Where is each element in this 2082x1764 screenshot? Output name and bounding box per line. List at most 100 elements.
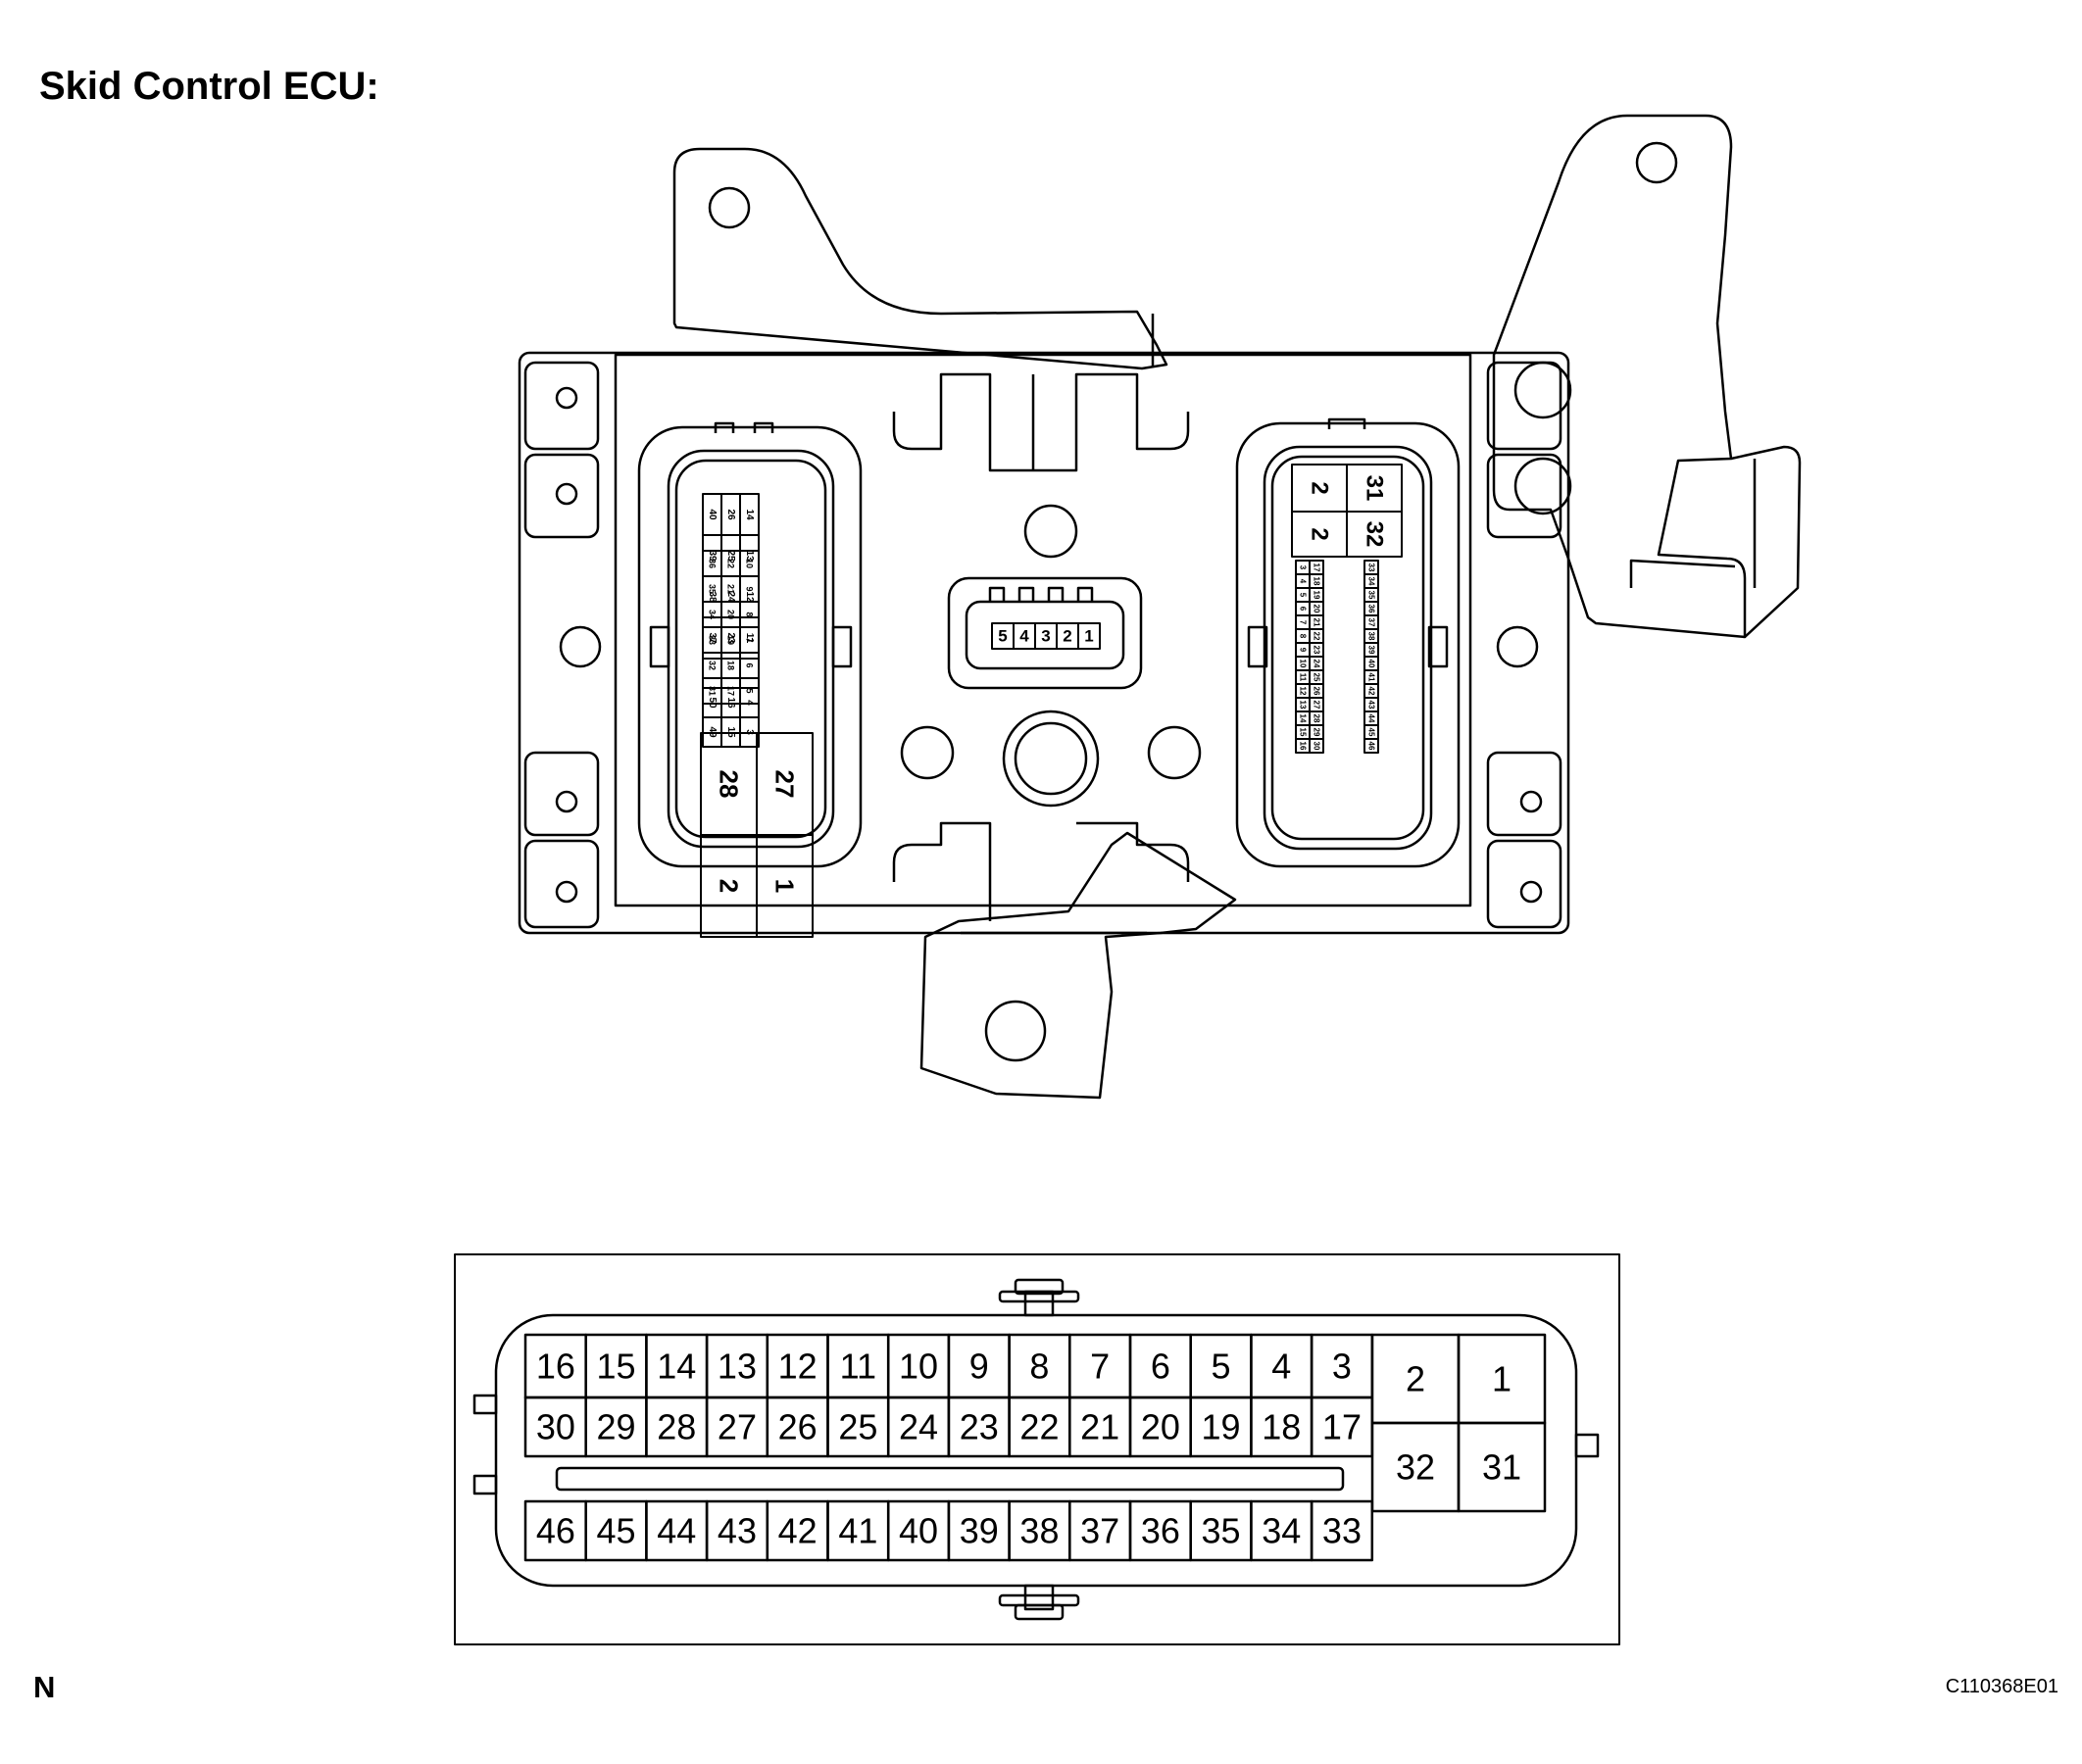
svg-text:34: 34 (708, 610, 718, 619)
svg-text:7: 7 (1090, 1347, 1110, 1387)
pin-22: 22 (1309, 628, 1324, 644)
small-5-pin-connector (947, 576, 1143, 690)
pin-4: 4 (1250, 1333, 1314, 1399)
pin-26: 26 (720, 493, 741, 536)
svg-text:27: 27 (1313, 701, 1321, 710)
svg-text:35: 35 (1202, 1511, 1241, 1551)
pin-7: 7 (1068, 1333, 1132, 1399)
pin-45: 45 (1363, 724, 1379, 740)
svg-text:18: 18 (1262, 1407, 1301, 1447)
svg-text:5: 5 (998, 627, 1007, 646)
pin-3: 3 (1310, 1333, 1374, 1399)
view-marker: N (33, 1670, 56, 1704)
pin-24: 24 (886, 1396, 951, 1458)
pin-2: 2 (1291, 511, 1348, 558)
svg-text:22: 22 (726, 559, 736, 568)
svg-text:36: 36 (708, 559, 718, 568)
pin-43: 43 (705, 1499, 769, 1562)
pin-1: 1 (1457, 1333, 1547, 1425)
pin-31: 31 (1346, 464, 1403, 513)
svg-text:11: 11 (840, 1347, 876, 1387)
svg-text:33: 33 (708, 635, 718, 645)
pin-34: 34 (1363, 573, 1379, 589)
pin-19: 19 (1189, 1396, 1253, 1458)
pin-33: 33 (702, 626, 722, 654)
pin-38: 38 (1363, 628, 1379, 644)
bracket-top-left (672, 147, 1168, 370)
svg-text:7: 7 (1299, 620, 1308, 625)
svg-text:26: 26 (1313, 687, 1321, 696)
svg-text:42: 42 (778, 1511, 818, 1551)
pin-29: 29 (1309, 724, 1324, 740)
svg-text:2: 2 (1063, 627, 1071, 646)
svg-text:27: 27 (718, 1407, 757, 1447)
svg-text:15: 15 (597, 1347, 636, 1387)
svg-text:32: 32 (708, 661, 718, 670)
pin-18: 18 (720, 652, 741, 679)
svg-text:3: 3 (1041, 627, 1050, 646)
svg-text:33: 33 (1322, 1511, 1362, 1551)
svg-text:12: 12 (778, 1347, 818, 1387)
pin-23: 23 (1309, 642, 1324, 658)
pin-19: 19 (1309, 587, 1324, 603)
pin-5: 5 (1295, 587, 1311, 603)
svg-text:3: 3 (1299, 565, 1308, 570)
pin-3: 3 (1295, 560, 1311, 575)
svg-text:10: 10 (899, 1347, 938, 1387)
svg-text:12: 12 (744, 591, 755, 603)
pin-20: 20 (720, 601, 741, 628)
pin-28: 28 (1309, 710, 1324, 726)
svg-text:24: 24 (1313, 660, 1321, 668)
svg-text:40: 40 (899, 1511, 938, 1551)
pin-6: 6 (739, 652, 760, 679)
pin-32: 32 (702, 652, 722, 679)
svg-text:21: 21 (1313, 618, 1321, 627)
svg-text:50: 50 (707, 697, 718, 709)
svg-text:9: 9 (969, 1347, 989, 1387)
pin-18: 18 (1250, 1396, 1314, 1458)
pin-30: 30 (1309, 738, 1324, 754)
svg-text:5: 5 (745, 688, 755, 693)
pin-5: 5 (991, 622, 1015, 650)
pin-13: 13 (705, 1333, 769, 1399)
pin-33: 33 (1363, 560, 1379, 575)
svg-text:39: 39 (1367, 646, 1376, 655)
pin-21: 21 (1068, 1396, 1132, 1458)
svg-text:27: 27 (770, 770, 800, 799)
svg-text:16: 16 (536, 1347, 575, 1387)
pin-25: 25 (1309, 669, 1324, 685)
pin-40: 40 (702, 493, 722, 536)
pin-43: 43 (1363, 697, 1379, 712)
pin-46: 46 (523, 1499, 587, 1562)
pin-35: 35 (1363, 587, 1379, 603)
svg-text:43: 43 (718, 1511, 757, 1551)
svg-text:43: 43 (1367, 701, 1376, 710)
detail-connector-housing (472, 1278, 1600, 1621)
svg-text:24: 24 (899, 1407, 938, 1447)
pin-1: 1 (1077, 622, 1101, 650)
svg-text:36: 36 (1141, 1511, 1180, 1551)
svg-text:6: 6 (745, 662, 755, 667)
pin-25: 25 (826, 1396, 890, 1458)
pin-26: 26 (1309, 683, 1324, 699)
svg-text:26: 26 (778, 1407, 818, 1447)
svg-text:7: 7 (745, 637, 755, 642)
pin-12: 12 (1295, 683, 1311, 699)
svg-text:25: 25 (725, 550, 736, 562)
svg-text:31: 31 (1482, 1447, 1521, 1488)
svg-text:41: 41 (838, 1511, 877, 1551)
svg-text:3: 3 (1332, 1347, 1352, 1387)
pin-46: 46 (1363, 738, 1379, 754)
right-ecu-connector (1235, 417, 1461, 868)
pin-11: 11 (1295, 669, 1311, 685)
svg-text:25: 25 (838, 1407, 877, 1447)
svg-text:5: 5 (1212, 1347, 1231, 1387)
pin-44: 44 (645, 1499, 709, 1562)
svg-text:13: 13 (1299, 701, 1308, 710)
pin-31: 31 (1457, 1421, 1547, 1513)
svg-text:16: 16 (725, 697, 736, 709)
pin-39: 39 (702, 534, 722, 577)
pin-8: 8 (1295, 628, 1311, 644)
pin-2: 2 (1056, 622, 1079, 650)
